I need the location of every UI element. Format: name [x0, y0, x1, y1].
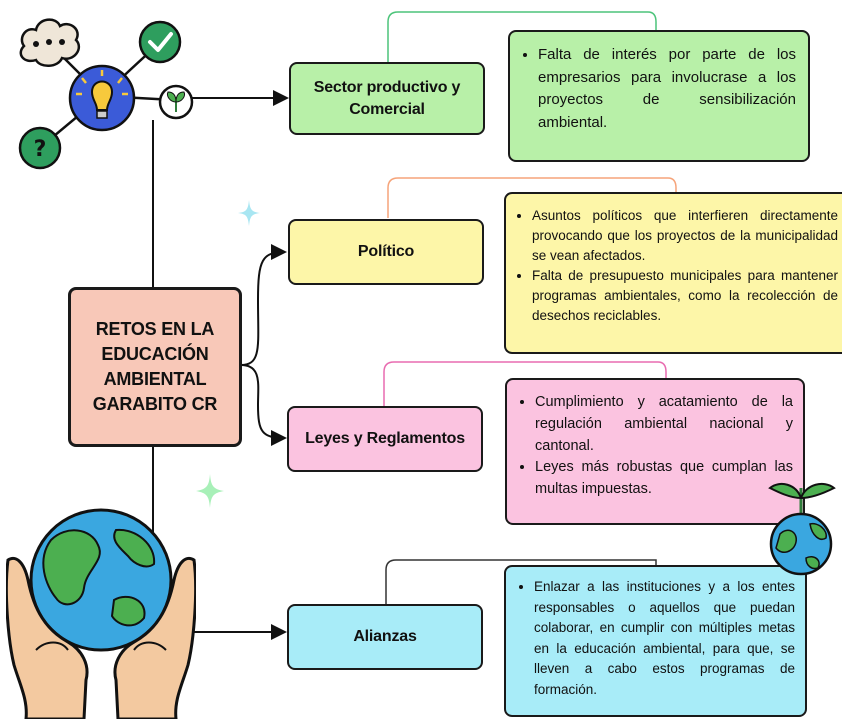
svg-text:?: ?: [34, 137, 47, 162]
description-item: Falta de interés por parte de los empres…: [538, 44, 796, 134]
thought-cloud-icon: [19, 18, 81, 67]
description-sector-productivo: Falta de interés por parte de los empres…: [508, 30, 810, 162]
description-item: Cumplimiento y acatamiento de la regulac…: [535, 392, 793, 457]
arrow-leyes: [240, 364, 287, 446]
bridge-politico: [387, 177, 677, 218]
description-leyes: Cumplimiento y acatamiento de la regulac…: [505, 378, 805, 525]
category-label: Sector productivo y: [313, 78, 461, 96]
category-politico: Político: [288, 219, 484, 285]
category-leyes: Leyes y Reglamentos: [287, 406, 483, 472]
central-title-line: RETOS EN LA: [95, 318, 215, 339]
arrow-politico: [240, 244, 287, 366]
sparkle-icon: [196, 474, 224, 508]
bridge-leyes: [383, 361, 667, 406]
bridge-alianzas: [385, 559, 657, 604]
category-label: Político: [357, 243, 415, 261]
central-title-line: EDUCACIÓN: [101, 343, 209, 364]
sparkle-icon: [238, 200, 260, 226]
category-label: Leyes y Reglamentos: [305, 430, 465, 448]
description-item: Asuntos políticos que interfieren direct…: [532, 206, 838, 266]
globe-in-hands-icon: [6, 508, 196, 719]
description-alianzas: Enlazar a las instituciones y a los ente…: [504, 565, 807, 717]
central-title-line: AMBIENTAL: [103, 369, 207, 389]
bridge-sector: [387, 11, 657, 62]
idea-illustration: ?: [18, 18, 194, 170]
category-label: Comercial: [349, 100, 425, 118]
category-label: Alianzas: [353, 628, 417, 646]
category-sector-productivo: Sector productivo y Comercial: [289, 62, 485, 135]
description-item: Falta de presupuesto municipales para ma…: [532, 266, 838, 326]
description-politico: Asuntos políticos que interfieren direct…: [504, 192, 842, 354]
sprout-icon: [158, 84, 194, 120]
description-item: Leyes más robustas que cumplan las multa…: [535, 457, 793, 501]
category-alianzas: Alianzas: [287, 604, 483, 670]
sprouting-globe-icon: [768, 482, 836, 576]
description-item: Enlazar a las instituciones y a los ente…: [534, 577, 795, 700]
central-topic: RETOS EN LA EDUCACIÓN AMBIENTAL GARABITO…: [68, 287, 242, 447]
central-title-line: GARABITO CR: [92, 394, 218, 415]
question-icon: ?: [18, 126, 62, 170]
lightbulb-icon: [68, 64, 136, 132]
check-icon: [138, 20, 182, 64]
